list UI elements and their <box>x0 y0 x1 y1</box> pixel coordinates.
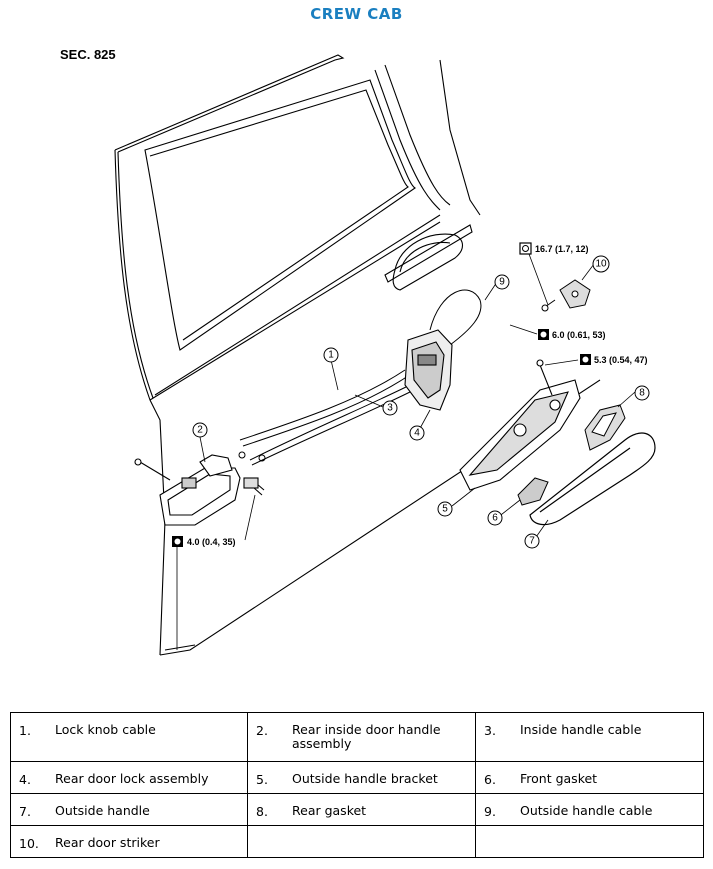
callout-number: 1 <box>328 350 334 361</box>
legend-label: Rear door lock assembly <box>55 771 209 786</box>
legend-label: Outside handle bracket <box>292 771 438 786</box>
callout-8: 8 <box>634 385 650 401</box>
legend-cell: 7. Outside handle <box>10 793 248 826</box>
callout-number: 6 <box>492 513 498 524</box>
rear-gasket <box>584 404 626 451</box>
inside-handle-assembly <box>134 454 265 526</box>
callout-7: 7 <box>524 533 540 549</box>
legend-label: Inside handle cable <box>520 722 642 737</box>
callout-10: 10 <box>592 255 610 273</box>
legend-number: 2. <box>256 723 268 738</box>
front-gasket <box>517 477 549 506</box>
legend-label: Front gasket <box>520 771 598 786</box>
outside-handle-bracket <box>459 359 581 491</box>
torque-wrench-icon <box>580 354 591 365</box>
callout-9: 9 <box>494 274 510 290</box>
callout-number: 3 <box>387 403 393 414</box>
legend-number: 5. <box>256 772 268 787</box>
callout-3: 3 <box>382 400 398 416</box>
legend-number: 9. <box>484 804 496 819</box>
legend-cell: 6. Front gasket <box>475 761 704 794</box>
legend-number: 7. <box>19 804 31 819</box>
callout-number: 10 <box>595 259 607 270</box>
legend-number: 3. <box>484 723 496 738</box>
legend-label: Rear door striker <box>55 835 160 850</box>
legend-number: 10. <box>19 836 39 851</box>
legend-row: 1. Lock knob cable 2. Rear inside door han… <box>10 712 704 762</box>
torque-inside-handle: 4.0 (0.4, 35) <box>187 537 236 547</box>
legend-row: 10. Rear door striker <box>10 825 704 858</box>
callout-number: 8 <box>639 388 645 399</box>
callout-5: 5 <box>437 501 453 517</box>
legend-label: Outside handle cable <box>520 803 653 818</box>
legend-label: Rear inside door handle assembly <box>292 722 441 751</box>
callout-1: 1 <box>323 347 339 363</box>
torque-wrench-icon <box>519 242 532 255</box>
callout-number: 9 <box>499 277 505 288</box>
legend-cell: 8. Rear gasket <box>247 793 476 826</box>
legend-cell: 4. Rear door lock assembly <box>10 761 248 794</box>
leader-lines <box>176 253 636 650</box>
legend-cell: 1. Lock knob cable <box>10 712 248 762</box>
door-striker <box>541 279 591 312</box>
door-lock-assembly <box>404 329 453 411</box>
legend-row: 4. Rear door lock assembly 5. Outside hand… <box>10 761 704 794</box>
legend-cell: 3. Inside handle cable <box>475 712 704 762</box>
torque-bracket: 5.3 (0.54, 47) <box>594 355 648 365</box>
page-title: CREW CAB <box>310 5 403 23</box>
callout-4: 4 <box>409 425 425 441</box>
legend-cell: 5. Outside handle bracket <box>247 761 476 794</box>
callout-number: 2 <box>197 425 203 436</box>
outside-handle <box>529 432 656 526</box>
torque-wrench-icon <box>172 536 183 547</box>
door-panel <box>114 54 601 656</box>
callout-number: 5 <box>442 504 448 515</box>
legend-number: 1. <box>19 723 31 738</box>
torque-callouts: 16.7 (1.7, 12) 6.0 (0.61, 53) 5.3 (0.54,… <box>172 242 648 547</box>
section-label: SEC. 825 <box>60 47 116 62</box>
legend-cell <box>475 825 704 858</box>
torque-wrench-icon <box>538 329 549 340</box>
callout-6: 6 <box>487 510 503 526</box>
legend-number: 6. <box>484 772 496 787</box>
door-exploded-diagram: SEC. 825 <box>60 47 656 656</box>
torque-lock: 6.0 (0.61, 53) <box>552 330 606 340</box>
parts-legend-table: 1. Lock knob cable 2. Rear inside door han… <box>10 712 704 858</box>
legend-cell: 10. Rear door striker <box>10 825 248 858</box>
callout-number: 4 <box>414 428 420 439</box>
legend-cell: 9. Outside handle cable <box>475 793 704 826</box>
legend-label: Rear gasket <box>292 803 367 818</box>
cables <box>238 289 482 466</box>
legend-cell: 2. Rear inside door handle assembly <box>247 712 476 762</box>
legend-cell <box>247 825 476 858</box>
legend-number: 8. <box>256 804 268 819</box>
legend-label: Lock knob cable <box>55 722 156 737</box>
callout-number: 7 <box>529 536 535 547</box>
legend-label: Outside handle <box>55 803 150 818</box>
legend-row: 7. Outside handle 8. Rear gasket 9. Outside… <box>10 793 704 826</box>
callout-2: 2 <box>192 422 208 438</box>
legend-number: 4. <box>19 772 31 787</box>
torque-striker: 16.7 (1.7, 12) <box>535 244 589 254</box>
